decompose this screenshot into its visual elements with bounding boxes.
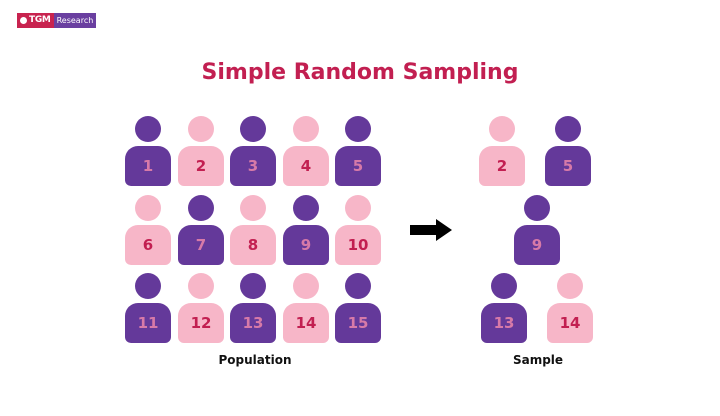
person-number: 3 xyxy=(230,146,276,186)
sample-person: 2 xyxy=(479,116,525,188)
person-number: 2 xyxy=(178,146,224,186)
person-head-icon xyxy=(135,273,161,299)
person-number: 14 xyxy=(547,303,593,343)
person-number: 2 xyxy=(479,146,525,186)
right-arrow-icon xyxy=(410,219,452,241)
person-number: 12 xyxy=(178,303,224,343)
person-head-icon xyxy=(489,116,515,142)
population-person: 5 xyxy=(335,116,381,188)
person-head-icon xyxy=(293,273,319,299)
population-person: 3 xyxy=(230,116,276,188)
person-number: 4 xyxy=(283,146,329,186)
population-person: 6 xyxy=(125,195,171,267)
person-number: 8 xyxy=(230,225,276,265)
person-head-icon xyxy=(491,273,517,299)
population-person: 1 xyxy=(125,116,171,188)
population-person: 11 xyxy=(125,273,171,345)
person-number: 7 xyxy=(178,225,224,265)
logo-dot-icon xyxy=(20,17,27,24)
population-person: 13 xyxy=(230,273,276,345)
person-number: 15 xyxy=(335,303,381,343)
person-number: 11 xyxy=(125,303,171,343)
person-head-icon xyxy=(345,195,371,221)
person-number: 13 xyxy=(481,303,527,343)
person-head-icon xyxy=(240,273,266,299)
sample-person: 14 xyxy=(547,273,593,345)
logo-suffix: Research xyxy=(53,13,97,28)
person-head-icon xyxy=(188,116,214,142)
population-person: 15 xyxy=(335,273,381,345)
population-person: 4 xyxy=(283,116,329,188)
person-head-icon xyxy=(135,195,161,221)
person-head-icon xyxy=(135,116,161,142)
logo-brand: TGM xyxy=(17,13,54,28)
person-number: 9 xyxy=(514,225,560,265)
population-person: 10 xyxy=(335,195,381,267)
person-number: 5 xyxy=(335,146,381,186)
person-head-icon xyxy=(555,116,581,142)
sample-person: 5 xyxy=(545,116,591,188)
person-head-icon xyxy=(240,116,266,142)
person-number: 6 xyxy=(125,225,171,265)
person-head-icon xyxy=(524,195,550,221)
person-head-icon xyxy=(188,273,214,299)
population-label: Population xyxy=(218,353,292,367)
person-head-icon xyxy=(293,195,319,221)
sample-label: Sample xyxy=(512,353,564,367)
person-head-icon xyxy=(188,195,214,221)
population-person: 12 xyxy=(178,273,224,345)
person-head-icon xyxy=(240,195,266,221)
population-person: 14 xyxy=(283,273,329,345)
sample-person: 13 xyxy=(481,273,527,345)
person-number: 13 xyxy=(230,303,276,343)
person-head-icon xyxy=(293,116,319,142)
person-head-icon xyxy=(557,273,583,299)
person-number: 9 xyxy=(283,225,329,265)
person-head-icon xyxy=(345,273,371,299)
person-head-icon xyxy=(345,116,371,142)
population-person: 9 xyxy=(283,195,329,267)
population-person: 7 xyxy=(178,195,224,267)
person-number: 10 xyxy=(335,225,381,265)
person-number: 1 xyxy=(125,146,171,186)
logo-brand-text: TGM xyxy=(29,15,51,25)
diagram-title: Simple Random Sampling xyxy=(201,60,519,85)
sample-person: 9 xyxy=(514,195,560,267)
population-person: 8 xyxy=(230,195,276,267)
tgm-research-logo: TGM Research xyxy=(17,13,97,28)
population-person: 2 xyxy=(178,116,224,188)
person-number: 14 xyxy=(283,303,329,343)
person-number: 5 xyxy=(545,146,591,186)
